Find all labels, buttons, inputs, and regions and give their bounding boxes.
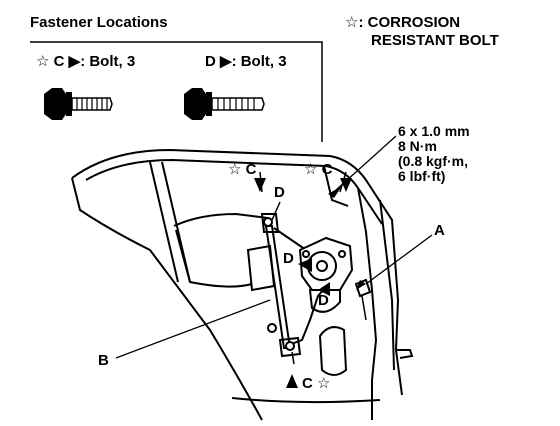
play-triangle-icon: ▶ <box>68 53 81 70</box>
legend-d-text: : Bolt, 3 <box>231 53 287 70</box>
torque-line2: 8 N·m <box>398 138 437 154</box>
legend-c-text: : Bolt, 3 <box>80 53 136 70</box>
star-icon: ☆ <box>304 161 318 178</box>
callout-d-lower: D <box>318 292 329 309</box>
arrowheads <box>254 178 366 388</box>
torque-line1: 6 x 1.0 mm <box>398 123 470 139</box>
corrosion-legend: ☆: CORROSION RESISTANT BOLT <box>345 14 499 49</box>
torque-line3: (0.8 kgf·m, <box>398 153 469 169</box>
legend-d-letter: D <box>205 53 216 70</box>
leader-line-d-top <box>271 201 281 221</box>
connector-wire <box>361 295 367 321</box>
arrow-c-top-left-icon <box>254 178 266 192</box>
arrow-c-bottom-icon <box>286 374 298 388</box>
corrosion-line1: CORROSION <box>367 14 461 31</box>
door-panel <box>71 148 414 421</box>
star-icon: ☆ <box>228 161 242 178</box>
bolt-d-icon <box>184 88 265 120</box>
bolt-c-icon <box>44 88 113 120</box>
star-icon: ☆ <box>36 53 50 70</box>
callout-d-motor: D <box>283 250 294 267</box>
fastener-box-frame <box>30 41 323 142</box>
torque-spec: 6 x 1.0 mm 8 N·m (0.8 kgf·m, 6 lbf·ft) <box>398 124 470 184</box>
legend-c-letter: C <box>53 53 65 70</box>
callout-b: B <box>98 352 109 369</box>
torque-line4: 6 lbf·ft) <box>398 168 446 184</box>
star-icon: ☆ <box>345 14 359 31</box>
legend-bolt-d: D ▶: Bolt, 3 <box>205 52 287 70</box>
corrosion-line2: RESISTANT BOLT <box>371 32 499 49</box>
window-motor <box>298 236 354 291</box>
callout-c-top-right: ☆ C <box>304 161 333 178</box>
star-icon: ☆ <box>317 375 331 392</box>
arrow-c-top-right-icon <box>340 178 352 192</box>
play-triangle-icon: ▶ <box>220 53 232 70</box>
leader-line-c-bottom <box>291 351 295 365</box>
leader-line-a <box>365 234 433 285</box>
arrow-d-lower-icon <box>318 282 330 296</box>
legend-bolt-c: ☆ C ▶: Bolt, 3 <box>36 52 135 70</box>
callout-d-top: D <box>274 184 285 201</box>
arrow-a-icon <box>356 280 366 290</box>
arrow-torque-icon <box>328 186 342 198</box>
fastener-locations-title: Fastener Locations <box>30 14 168 31</box>
callout-a: A <box>434 222 445 239</box>
callout-c-bottom: C ☆ <box>302 375 331 392</box>
leader-line-b <box>115 299 271 359</box>
callout-c-top-left: ☆ C <box>228 161 257 178</box>
arrow-d-motor-icon <box>298 258 312 272</box>
